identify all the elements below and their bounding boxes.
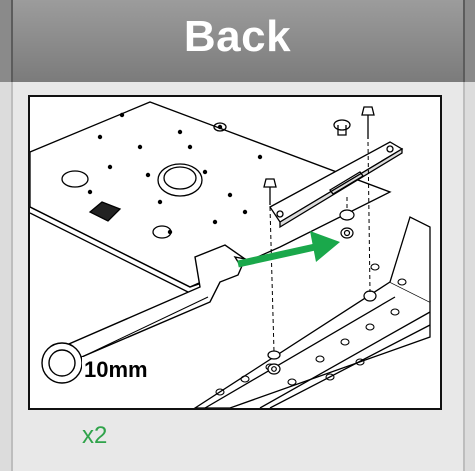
header-right-edge [463, 0, 475, 82]
guide-lines [269, 141, 371, 353]
wrench-icon [41, 244, 247, 384]
wrench-size-label: 10mm [82, 357, 150, 383]
mounting-bracket [269, 141, 404, 229]
panel-left-edge [0, 82, 13, 471]
bolts [263, 106, 375, 205]
assembly-illustration: 10mm [28, 95, 442, 410]
page-title: Back [183, 12, 292, 61]
panel-right-edge [463, 82, 475, 471]
header-left-edge [0, 0, 13, 82]
nuts-washers [267, 209, 377, 375]
side-rail [193, 216, 431, 408]
direction-arrow [237, 231, 340, 268]
quantity-label: x2 [82, 422, 108, 449]
assembly-drawing [30, 101, 431, 408]
rail-holes [215, 263, 407, 396]
header-banner [0, 0, 475, 82]
